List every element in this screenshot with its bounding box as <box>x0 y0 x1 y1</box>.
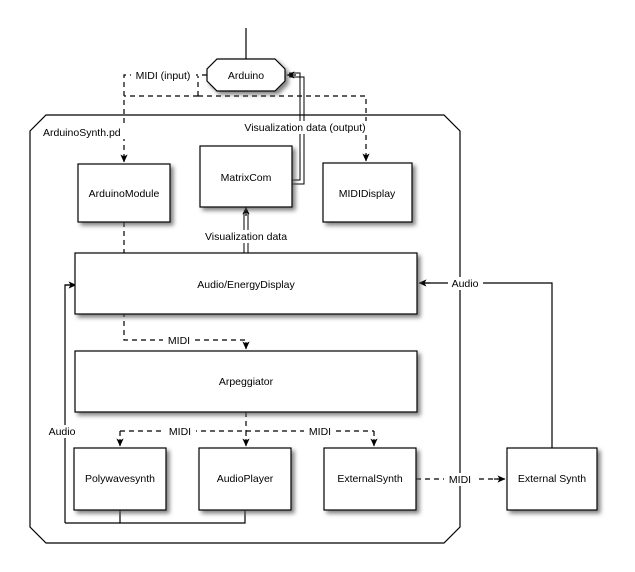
node-external-synth-hardware[interactable]: External Synth <box>506 447 598 511</box>
edge-label-midi-external-hw-bg <box>444 473 476 486</box>
node-audio-energydisplay[interactable]: Audio/EnergyDisplay <box>74 252 418 315</box>
edge-label-audio-right-bg <box>448 277 483 290</box>
edge-label-midi-to-externalsynth: MIDI <box>309 426 331 438</box>
edge-label-audio-left: Audio <box>49 426 76 438</box>
node-polywavesynth[interactable]: Polywavesynth <box>73 447 167 511</box>
edge-midi-bus-path <box>198 95 367 159</box>
edge-label-midi-input-bg <box>131 69 196 82</box>
node-externalsynth[interactable]: ExternalSynth <box>323 447 417 511</box>
node-externalsynth-label: ExternalSynth <box>337 473 403 485</box>
node-polywavesynth-shape[interactable] <box>73 447 167 511</box>
edge-label-vis-group: Visualization data <box>197 230 296 243</box>
node-arduinomodule-shape[interactable] <box>77 163 171 223</box>
edge-label-vis-output-bg <box>232 121 376 134</box>
node-arduino-shape[interactable] <box>206 58 286 92</box>
edge-label-vis-output-group: Visualization data (output) <box>232 121 376 134</box>
edge-label-visualization-data-output: Visualization data (output) <box>244 122 365 134</box>
edge-label-visualization-data: Visualization data <box>205 231 287 243</box>
node-mididisplay[interactable]: MIDIDisplay <box>322 162 413 223</box>
container-label-group: ArduinoSynth.pd <box>42 126 130 139</box>
node-matrixcom-label: MatrixCom <box>221 172 272 184</box>
edge-midi-input <box>120 74 207 163</box>
node-matrixcom[interactable]: MatrixCom <box>199 145 293 208</box>
container-outline <box>29 114 461 544</box>
edge-label-midi-external-hw-group: MIDI <box>444 473 476 486</box>
node-arduinomodule[interactable]: ArduinoModule <box>77 163 171 223</box>
edge-label-midi-to-arpeggiator: MIDI <box>168 335 190 347</box>
edge-label-midi-arpeggiator-bg <box>163 334 195 347</box>
node-matrixcom-shape[interactable] <box>199 145 293 208</box>
node-arduino[interactable]: Arduino <box>206 58 286 92</box>
node-mididisplay-label: MIDIDisplay <box>339 188 396 200</box>
edge-label-audio-left-group: Audio <box>44 425 80 438</box>
node-external-synth-hardware-label: External Synth <box>518 473 586 485</box>
node-arpeggiator-shape[interactable] <box>74 350 418 413</box>
node-arduinomodule-label: ArduinoModule <box>89 188 160 200</box>
edge-label-midi-extsynth-group: MIDI <box>304 425 336 438</box>
edge-label-audio-right: Audio <box>452 278 479 290</box>
edge-audio-left-path <box>64 284 70 523</box>
edge-label-midi-to-polywavesynth: MIDI <box>169 426 191 438</box>
node-audio-energydisplay-label: Audio/EnergyDisplay <box>197 279 295 291</box>
node-audioplayer-shape[interactable] <box>198 447 292 511</box>
edge-label-midi-input-group: MIDI (input) <box>131 69 196 82</box>
edge-label-midi-poly-bg <box>164 425 196 438</box>
edge-label-audio-right-group: Audio <box>448 277 483 290</box>
edge-label-vis-bg <box>197 230 296 243</box>
edge-midi-input-path <box>123 74 207 160</box>
edge-label-midi-extsynth-bg <box>304 425 336 438</box>
node-audioplayer-label: AudioPlayer <box>217 473 274 485</box>
edge-audio-left <box>64 281 246 524</box>
container-label-bg <box>42 126 130 139</box>
edge-midi-to-mididisplay <box>124 76 370 162</box>
node-arpeggiator[interactable]: Arpeggiator <box>74 350 418 413</box>
edge-label-midi-to-external-hardware: MIDI <box>449 474 471 486</box>
node-arpeggiator-label: Arpeggiator <box>219 376 274 388</box>
node-audio-energydisplay-shape[interactable] <box>74 252 418 315</box>
edge-audio-right-path <box>425 282 553 448</box>
node-audioplayer[interactable]: AudioPlayer <box>198 447 292 511</box>
node-polywavesynth-label: Polywavesynth <box>85 473 155 485</box>
edge-label-midi-arpeggiator-group: MIDI <box>163 334 195 347</box>
node-mididisplay-shape[interactable] <box>322 162 413 223</box>
edge-audio-bottom-bus <box>119 510 246 524</box>
edge-audio-right <box>418 279 553 448</box>
edge-label-midi-input: MIDI (input) <box>136 70 191 82</box>
edge-label-audio-left-bg <box>44 425 80 438</box>
container-arduinosynth-pd <box>29 114 461 544</box>
node-external-synth-hardware-shape[interactable] <box>506 447 598 511</box>
edge-label-midi-poly-group: MIDI <box>164 425 196 438</box>
container-label: ArduinoSynth.pd <box>43 127 121 139</box>
node-externalsynth-shape[interactable] <box>323 447 417 511</box>
node-arduino-label: Arduino <box>228 70 264 82</box>
